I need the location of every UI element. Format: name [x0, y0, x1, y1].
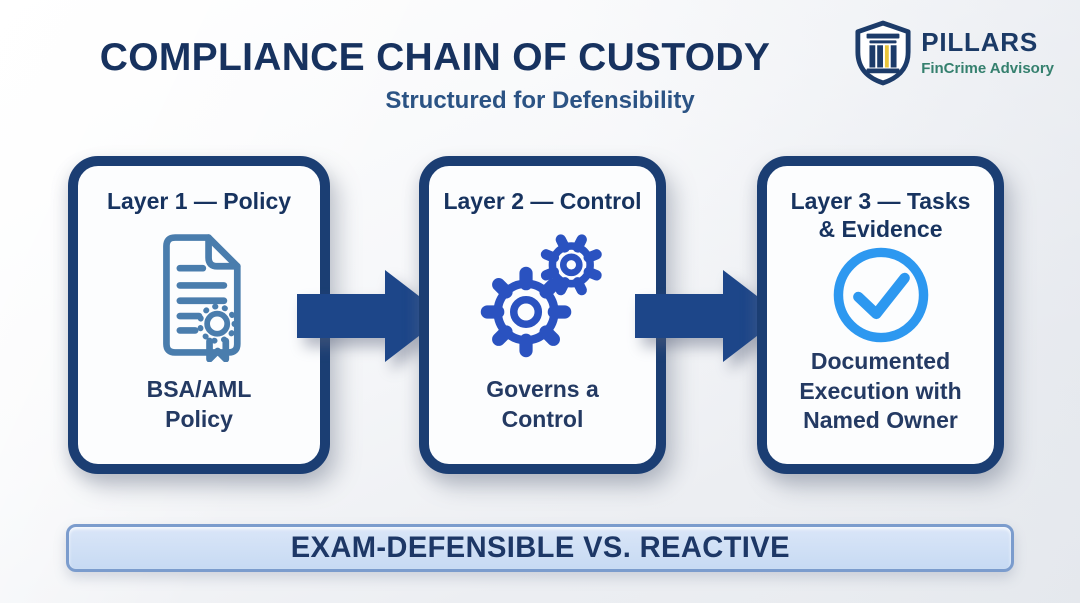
page-subtitle: Structured for Defensibility [385, 87, 695, 114]
card-title: Layer 3 — Tasks & Evidence [790, 188, 971, 242]
card-layer-1-policy: Layer 1 — Policy BSA/AML Policy [68, 156, 330, 474]
brand-logo: PILLARS FinCrime Advisory [854, 20, 1054, 86]
page-title: COMPLIANCE CHAIN OF CUSTODY [99, 36, 771, 79]
arrow-right-icon [635, 261, 785, 371]
card-body: Documented Execution with Named Owner [799, 348, 962, 434]
gears-icon [472, 216, 614, 376]
card-layer-2-control: Layer 2 — Control [419, 156, 666, 474]
card-body: Governs a Control [486, 376, 599, 432]
exam-defensible-banner: EXAM-DEFENSIBLE VS. REACTIVE [66, 524, 1014, 572]
card-body: BSA/AML Policy [146, 376, 252, 432]
policy-document-icon [141, 216, 257, 376]
banner-label: EXAM-DEFENSIBLE VS. REACTIVE [290, 531, 790, 564]
check-circle-icon [829, 243, 933, 347]
arrow-right-icon [297, 261, 447, 371]
card-title: Layer 1 — Policy [106, 188, 292, 214]
card-title: Layer 2 — Control [443, 188, 642, 214]
card-layer-3-tasks-evidence: Layer 3 — Tasks & Evidence Documented Ex… [757, 156, 1004, 474]
brand-tagline: FinCrime Advisory [921, 59, 1054, 77]
pillar-shield-icon [854, 20, 912, 86]
brand-name: PILLARS [921, 27, 1039, 58]
